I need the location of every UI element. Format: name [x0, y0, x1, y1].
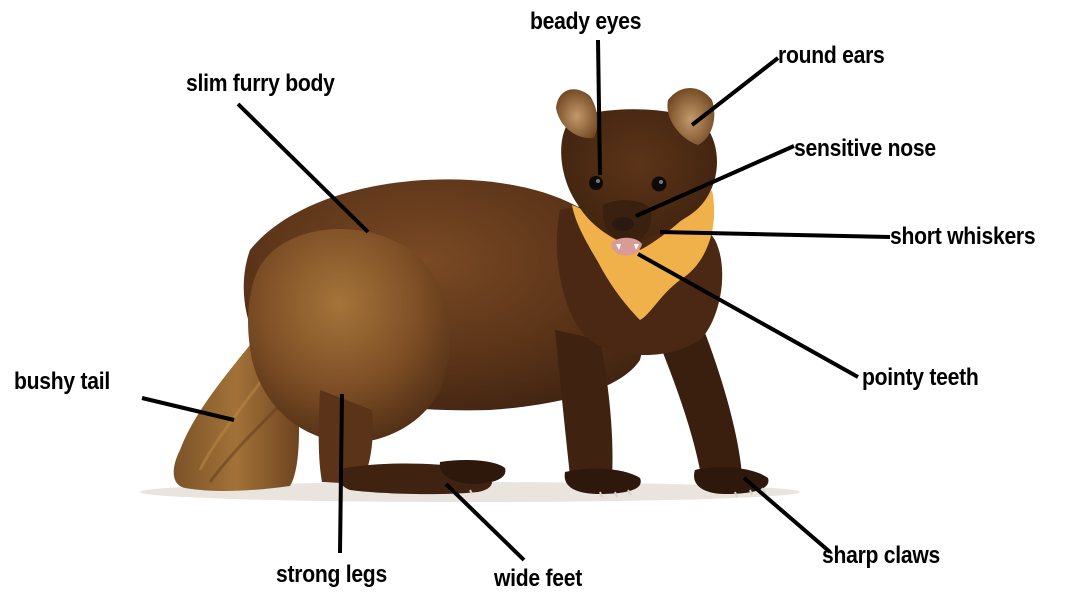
label-bushy-tail: bushy tail	[14, 370, 110, 394]
leader-round-ears	[692, 58, 778, 125]
label-sensitive-nose: sensitive nose	[794, 137, 936, 161]
leader-beady-eyes	[598, 40, 600, 175]
leader-pointy-teeth	[638, 254, 858, 377]
label-slim-furry-body: slim furry body	[186, 72, 335, 96]
leader-slim-furry-body	[238, 104, 368, 232]
label-short-whiskers: short whiskers	[890, 225, 1035, 249]
label-pointy-teeth: pointy teeth	[862, 366, 979, 390]
label-sharp-claws: sharp claws	[822, 544, 940, 568]
leader-wide-feet	[446, 484, 524, 560]
label-wide-feet: wide feet	[494, 567, 582, 591]
leader-short-whiskers	[660, 232, 890, 237]
leader-bushy-tail	[142, 398, 234, 420]
leader-strong-legs	[340, 394, 342, 553]
label-beady-eyes: beady eyes	[530, 10, 641, 34]
leader-sharp-claws	[744, 478, 830, 552]
leader-sensitive-nose	[636, 146, 794, 216]
label-strong-legs: strong legs	[276, 563, 387, 587]
label-round-ears: round ears	[778, 44, 885, 68]
